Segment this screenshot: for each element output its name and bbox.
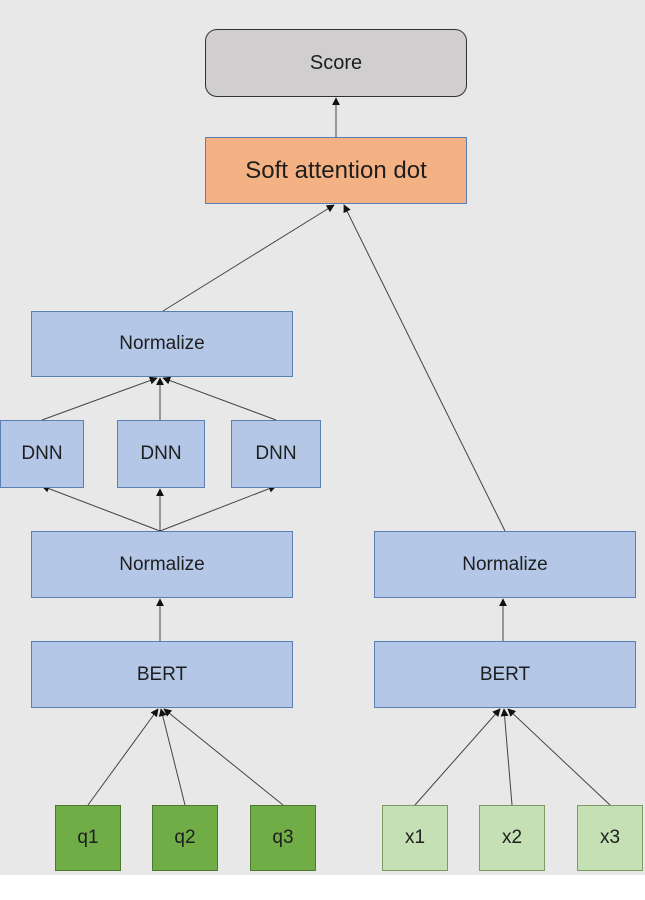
normalize-mid-left-node: Normalize [31, 531, 293, 598]
edge-normalize-mid-to-dnn3 [159, 484, 277, 532]
edge-normalize-mid-to-dnn1 [41, 484, 161, 532]
x3-node: x3 [577, 805, 643, 871]
dnn-node-1: DNN [0, 420, 84, 488]
bert-right-node: BERT [374, 641, 636, 708]
edge-x3-to-bert [507, 708, 611, 806]
edge-x2-to-bert [500, 708, 513, 806]
edge-dnn1-to-normalize [41, 376, 158, 421]
q2-node: q2 [152, 805, 218, 871]
q3-node: q3 [250, 805, 316, 871]
dnn-node-2: DNN [117, 420, 205, 488]
normalize-top-left-node: Normalize [31, 311, 293, 377]
bert-left-node: BERT [31, 641, 293, 708]
x2-node: x2 [479, 805, 545, 871]
edge-q1-to-bert [87, 708, 159, 806]
q1-node: q1 [55, 805, 121, 871]
edge-normalize-right-to-attention [343, 204, 506, 532]
edge-x1-to-bert [414, 708, 501, 806]
soft-attention-node: Soft attention dot [205, 137, 467, 204]
dnn-node-3: DNN [231, 420, 321, 488]
normalize-right-node: Normalize [374, 531, 636, 598]
x1-node: x1 [382, 805, 448, 871]
edge-q2-to-bert [158, 708, 186, 806]
edge-dnn3-to-normalize [162, 376, 277, 421]
edge-q3-to-bert [163, 708, 284, 806]
score-node: Score [205, 29, 467, 97]
edge-normalize-top-to-attention [162, 204, 335, 312]
